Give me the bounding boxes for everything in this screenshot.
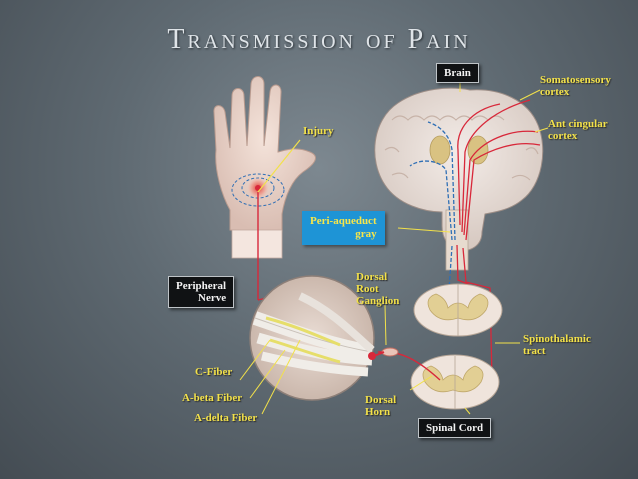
- slide-title: Transmission of Pain: [167, 24, 471, 55]
- somatosensory-cortex-label: Somatosensory cortex: [540, 74, 611, 98]
- ascending-pathway: [456, 244, 471, 286]
- injury-label: Injury: [303, 125, 334, 137]
- upper-spinal-cord-section: [413, 283, 503, 337]
- dorsal-horn-label: Dorsal Horn: [365, 394, 397, 418]
- nerve-magnifier-illustration: [249, 275, 385, 401]
- spinal-cord-label: Spinal Cord: [418, 418, 492, 438]
- c-fiber-label: C-Fiber: [195, 366, 233, 378]
- hand-illustration: [213, 76, 316, 300]
- a-delta-fiber-label: A-delta Fiber: [194, 412, 258, 424]
- dorsal-root-ganglion-label: Dorsal Root Ganglion: [356, 271, 400, 307]
- brain-label: Brain: [436, 63, 479, 83]
- peri-aqueduct-gray-label: Peri-aqueduct gray: [302, 211, 385, 245]
- a-beta-fiber-label: A-beta Fiber: [182, 392, 243, 404]
- spinothalamic-tract-label: Spinothalamic tract: [523, 333, 591, 357]
- lower-spinal-cord-section: [377, 347, 500, 410]
- leader-lines: [239, 78, 549, 415]
- brain-illustration: [374, 87, 544, 271]
- ant-cingular-cortex-label: Ant cingular cortex: [548, 118, 608, 142]
- peripheral-nerve-label: Peripheral Nerve: [168, 276, 235, 308]
